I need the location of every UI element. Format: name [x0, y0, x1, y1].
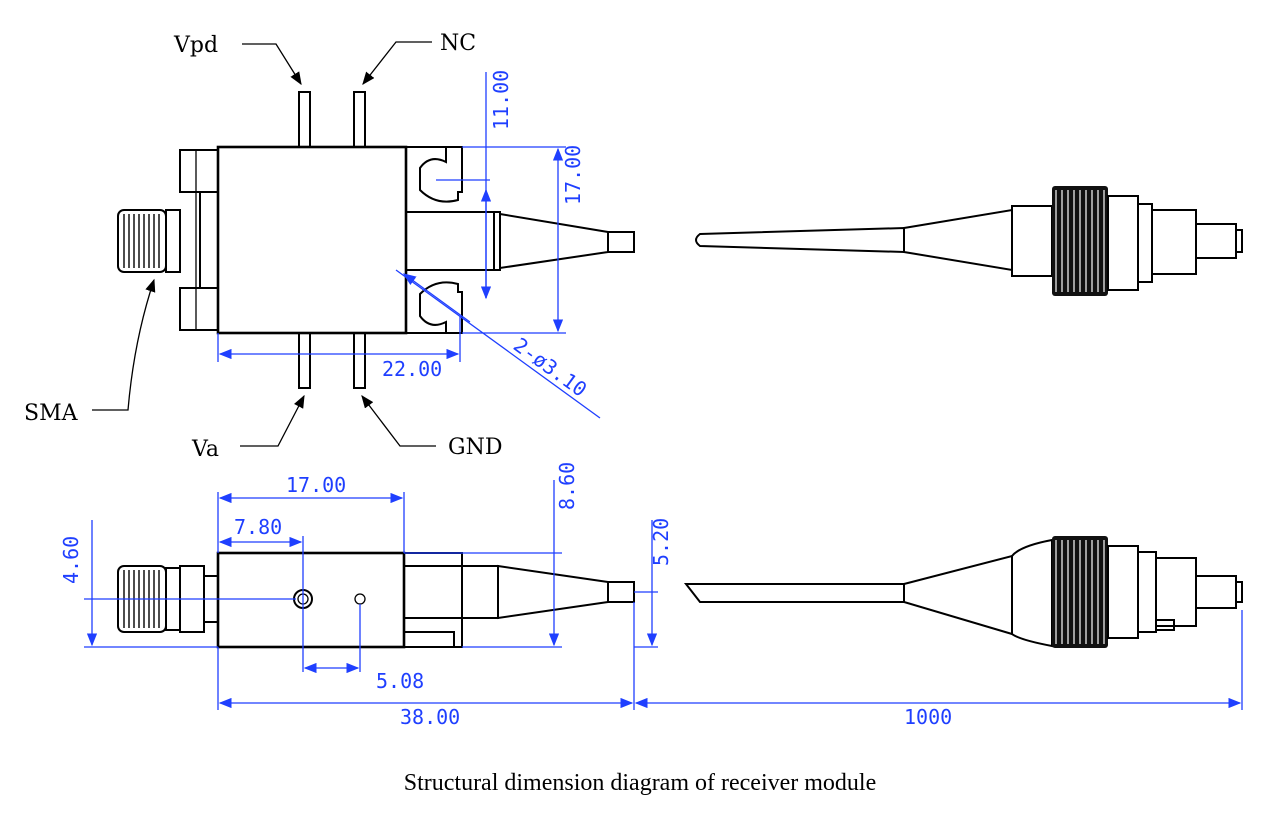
pin-vpd: [298, 91, 311, 148]
leader-gnd: GND: [361, 394, 502, 460]
fc-connector-top: [695, 186, 1243, 296]
label-gnd: GND: [448, 435, 502, 460]
pin-va: [298, 332, 311, 389]
dim-side-4-60: 4.60: [59, 520, 296, 648]
side-view: 17.00 7.80 8.60 5.20 4.60 5.0: [59, 462, 1243, 729]
dim-label-11: 11.00: [489, 70, 513, 130]
dim-side-5-08: 5.08: [303, 604, 424, 693]
leader-nc: NC: [362, 31, 476, 86]
mount-hole-2: [354, 593, 366, 605]
dim-label-holes: 2-ø3.10: [509, 333, 591, 402]
dim-side-7-80: 7.80: [218, 515, 304, 672]
dim-label-38: 38.00: [400, 705, 460, 729]
dim-fiber-1000: 1000: [634, 610, 1243, 729]
label-nc: NC: [440, 31, 476, 56]
dim-label-5-20: 5.20: [649, 518, 673, 566]
diagram-caption: Structural dimension diagram of receiver…: [403, 770, 877, 796]
sma-connector-top: [117, 209, 181, 273]
dim-label-22: 22.00: [382, 357, 442, 381]
module-body-top: [216, 145, 408, 335]
dim-side-8-60: 8.60: [404, 462, 579, 648]
mount-flange-top: [405, 146, 635, 334]
leader-va: Va: [191, 394, 305, 462]
dim-label-17-side: 17.00: [286, 473, 346, 497]
dim-side-17: 17.00: [217, 473, 405, 553]
leader-sma: SMA: [24, 278, 156, 426]
top-view: 11.00 17.00 22.00 2-ø3.10 Vpd NC: [24, 31, 635, 462]
fc-connector-side: [683, 536, 1243, 648]
leader-vpd: Vpd: [173, 33, 302, 86]
dim-label-7-80: 7.80: [234, 515, 282, 539]
dim-label-4-60: 4.60: [59, 536, 83, 584]
label-vpd: Vpd: [173, 33, 218, 58]
label-va: Va: [191, 437, 219, 462]
pin-nc: [353, 91, 366, 148]
dim-side-5-20: 5.20: [634, 518, 673, 648]
dim-top-22: 22.00: [217, 316, 461, 381]
dim-label-1000: 1000: [904, 705, 952, 729]
dim-side-38: 38.00: [217, 602, 635, 729]
dim-top-17: 17.00: [462, 145, 585, 334]
dim-top-11: 11.00: [436, 70, 513, 300]
label-sma: SMA: [24, 401, 79, 426]
dim-label-17-vert: 17.00: [561, 145, 585, 205]
pin-gnd: [353, 332, 366, 389]
dim-label-5-08: 5.08: [376, 669, 424, 693]
dim-label-8-60: 8.60: [555, 462, 579, 510]
dim-holes: 2-ø3.10: [395, 269, 601, 419]
